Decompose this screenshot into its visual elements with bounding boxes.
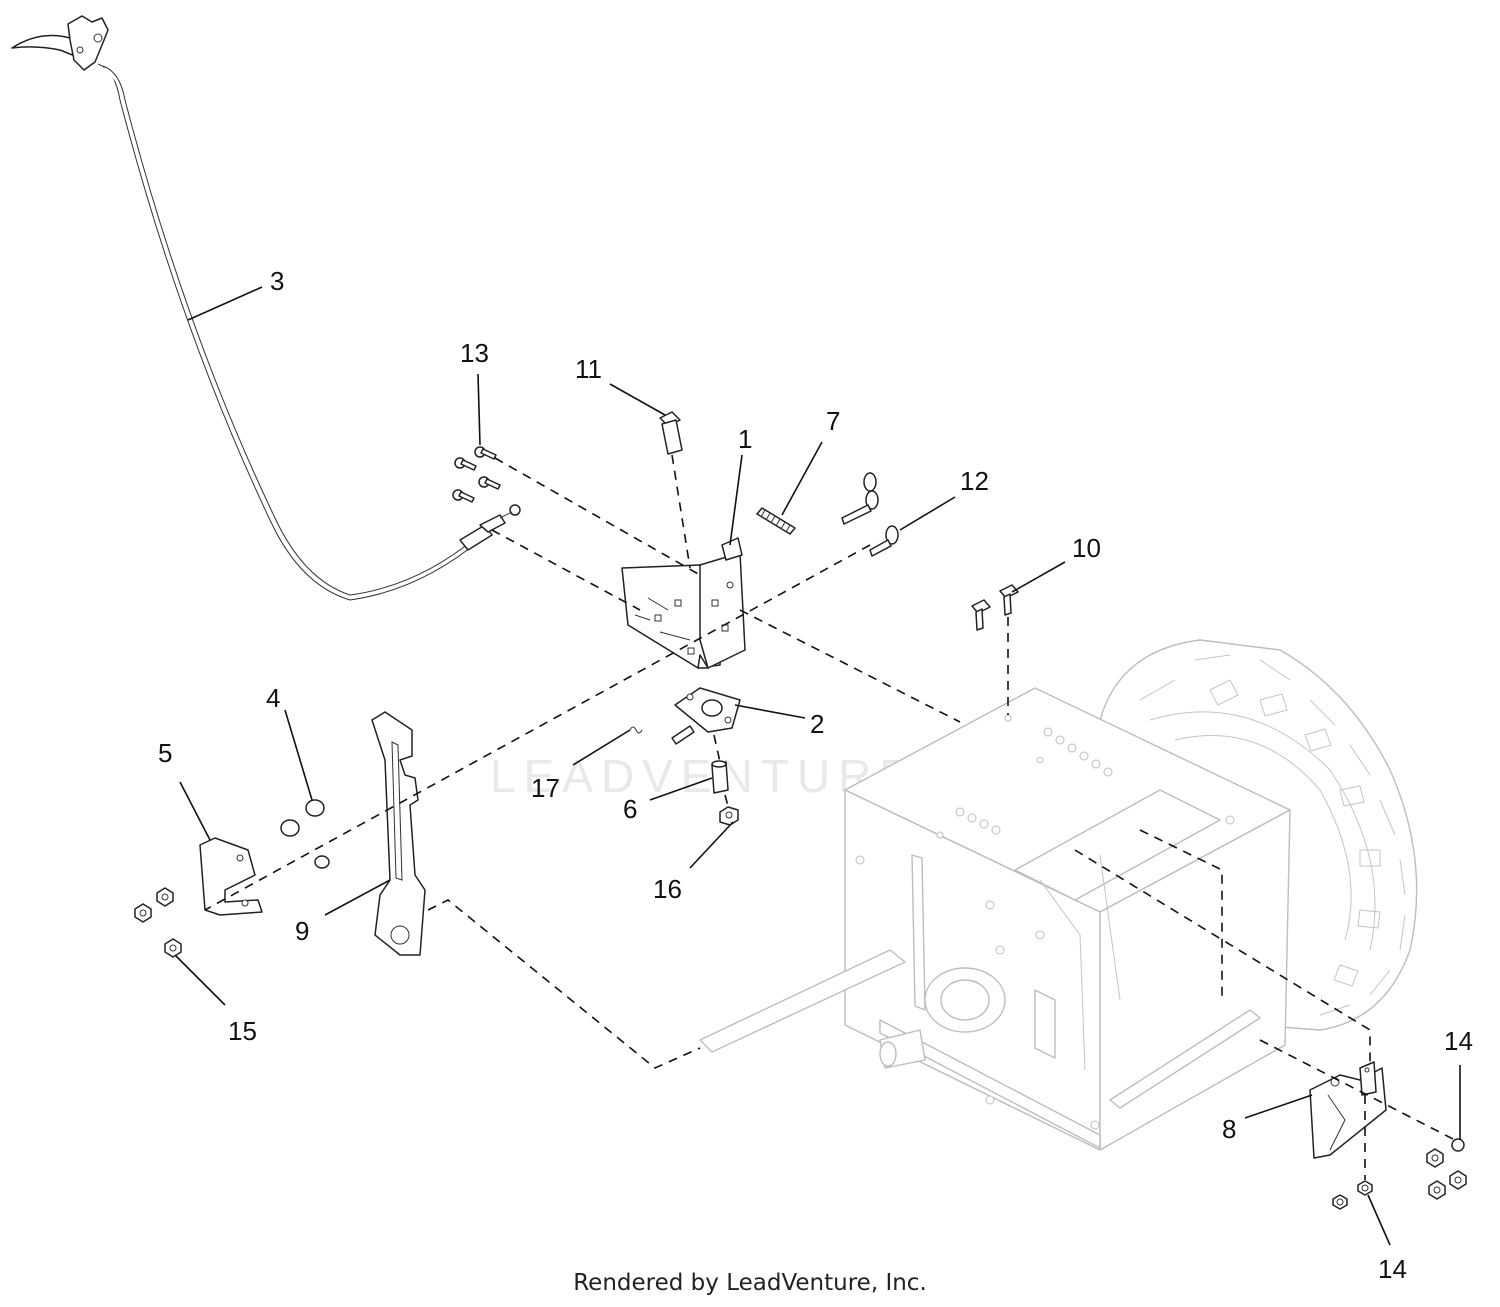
part-14-nuts (1332, 1138, 1467, 1210)
callout-8: 8 (1222, 1114, 1236, 1144)
callout-10: 10 (1072, 533, 1101, 563)
part-17-clip (629, 726, 643, 734)
part-7-spring (756, 507, 796, 535)
leader-lines (174, 286, 1461, 1246)
callout-9: 9 (295, 916, 309, 946)
part-16-nut (719, 806, 739, 826)
callout-6: 6 (623, 794, 637, 824)
part-2-pivot-plate (671, 687, 741, 745)
part-15-nuts (134, 887, 182, 958)
callout-5: 5 (158, 738, 172, 768)
part-9-lever-arm (371, 711, 426, 956)
part-4-spacers (280, 799, 330, 869)
chassis-frame (699, 639, 1418, 1151)
callout-16: 16 (653, 874, 682, 904)
part-3-cable-and-lever (11, 15, 521, 601)
part-5-plate (199, 837, 263, 916)
assembly-lines (204, 454, 1456, 1180)
part-6-spacer (711, 760, 729, 794)
footer-credit: Rendered by LeadVenture, Inc. (573, 1270, 927, 1296)
watermark-text: LEADVENTURE (490, 750, 918, 802)
part-1-bracket (621, 537, 746, 669)
callout-11: 11 (575, 354, 602, 384)
callout-14-lower: 14 (1378, 1254, 1407, 1284)
part-8-bracket (1309, 1061, 1387, 1159)
part-10-bolts (971, 584, 1019, 631)
callout-17: 17 (531, 773, 560, 803)
part-13-screws (452, 446, 501, 503)
callout-13: 13 (460, 338, 489, 368)
callout-labels: 3 13 11 1 7 12 10 2 17 6 16 4 5 9 15 8 1… (158, 266, 1473, 1284)
callout-3: 3 (270, 266, 284, 296)
callout-7: 7 (826, 406, 840, 436)
part-11-bolt (659, 411, 683, 455)
callout-12: 12 (960, 466, 989, 496)
callout-4: 4 (266, 683, 280, 713)
callout-2: 2 (810, 709, 824, 739)
callout-1: 1 (738, 424, 752, 454)
part-12-bolts (841, 472, 899, 557)
callout-15: 15 (228, 1016, 257, 1046)
callout-14-upper: 14 (1444, 1026, 1473, 1056)
frame-holes (936, 714, 1235, 839)
